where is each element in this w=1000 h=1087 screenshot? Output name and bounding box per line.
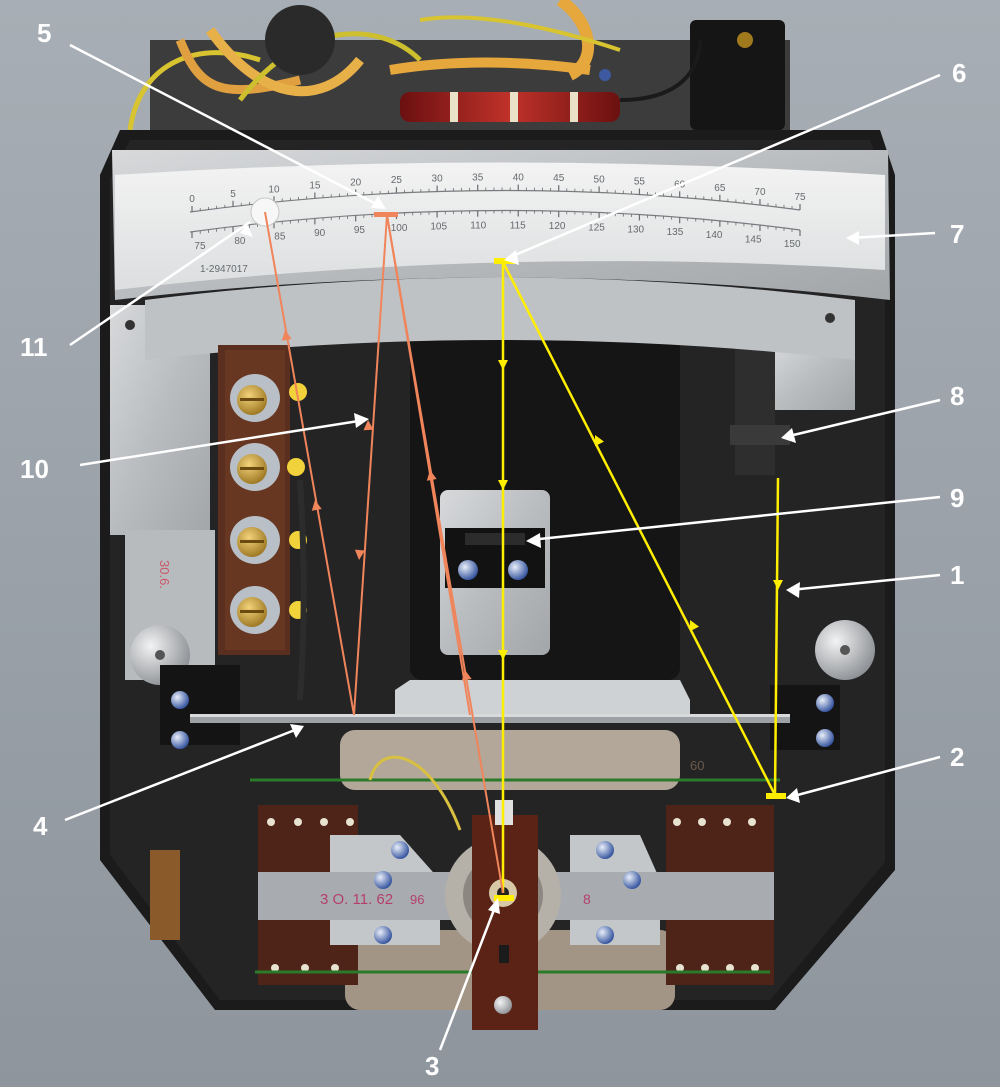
- lower-tick-label: 135: [667, 227, 684, 238]
- upper-tick-label: 0: [189, 194, 195, 205]
- upper-tick-label: 5: [230, 189, 236, 200]
- lower-tick-label: 150: [784, 239, 801, 250]
- side-terminals: [160, 665, 840, 750]
- beam-arrowhead: [281, 330, 292, 341]
- beam-arrowhead: [498, 480, 508, 490]
- lower-scale-labels: 75 80 85 90 95 100 105 110 115 120 125 130 135 140 145…: [194, 221, 801, 252]
- lower-tick-label: 80: [234, 236, 246, 247]
- lower-tick-label: 120: [549, 221, 566, 232]
- callout-3: 3: [425, 1051, 439, 1081]
- lower-tick-label: 95: [354, 225, 366, 236]
- lower-tick-label: 115: [510, 221, 526, 232]
- lower-tick-label: 75: [194, 241, 206, 252]
- beam-arrowhead: [773, 580, 783, 590]
- lower-tick-label: 90: [314, 228, 326, 239]
- upper-tick-label: 50: [594, 174, 606, 185]
- resistor-board: [218, 345, 307, 701]
- small-coil: [150, 850, 180, 940]
- beam-arrowheads: [281, 330, 783, 681]
- beam-arrowhead: [498, 650, 508, 660]
- upper-tick-label: 15: [309, 180, 321, 191]
- beam-arrowhead: [498, 360, 508, 370]
- right-bracket: [730, 340, 875, 680]
- beam-arrowhead: [595, 435, 604, 447]
- callout-7: 7: [950, 219, 964, 249]
- upper-tick-label: 75: [794, 192, 806, 203]
- upper-tick-label: 45: [553, 173, 565, 184]
- lower-tick-label: 100: [391, 223, 408, 234]
- beam-arrowhead: [311, 500, 322, 511]
- brass-terminal-2: [230, 443, 305, 491]
- beam-arrowhead: [354, 549, 365, 560]
- callout-10: 10: [20, 454, 49, 484]
- beam-arrowhead: [426, 470, 437, 481]
- scale-ticks: [191, 184, 801, 238]
- callout-8: 8: [950, 381, 964, 411]
- upper-tick-label: 10: [268, 184, 280, 195]
- lower-tick-label: 145: [745, 234, 762, 245]
- upper-tick-label: 30: [432, 174, 444, 185]
- top-wiring: [127, 0, 790, 150]
- callout-4: 4: [33, 811, 48, 841]
- callout-arrowheads: [240, 196, 859, 914]
- callout-9: 9: [950, 483, 964, 513]
- lower-tick-label: 125: [588, 222, 605, 233]
- side-mark: 30.6.: [157, 560, 172, 589]
- long-mirror-strip: [190, 714, 790, 723]
- upper-tick-label: 25: [391, 175, 403, 186]
- upper-tick-label: 35: [472, 173, 484, 184]
- lower-tick-label: 140: [706, 230, 723, 241]
- left-strip-label: 3 O. 11. 62: [320, 891, 393, 908]
- lower-tick-label: 85: [274, 232, 286, 243]
- light-path-secondary: [264, 211, 504, 894]
- callout-1: 1: [950, 560, 964, 590]
- upper-tick-label: 65: [714, 183, 726, 194]
- brass-terminal-4: [230, 586, 307, 634]
- beam-arrowhead: [690, 620, 699, 632]
- beam-arrowhead: [461, 670, 472, 681]
- coil-mark: 60: [690, 758, 704, 773]
- lower-tick-label: 130: [627, 224, 644, 235]
- callout-2: 2: [950, 742, 964, 772]
- right-strip-label: 8: [583, 891, 591, 907]
- lower-tick-label: 105: [430, 221, 447, 232]
- upper-tick-label: 70: [754, 187, 766, 198]
- lower-tick-label: 110: [470, 221, 486, 232]
- brass-terminal-3: [230, 516, 307, 564]
- bottom-terminals: 3 O. 11. 62 96 8: [250, 755, 780, 985]
- left-strip-small-label: 96: [410, 892, 424, 907]
- callout-leaders: [64, 43, 941, 1051]
- upper-tick-label: 55: [634, 176, 646, 187]
- callout-5: 5: [37, 18, 51, 48]
- callout-11: 11: [20, 332, 48, 362]
- upper-tick-label: 20: [350, 177, 362, 188]
- beam-arrowhead: [363, 420, 374, 431]
- callout-6: 6: [952, 58, 966, 88]
- upper-tick-label: 40: [513, 173, 525, 184]
- scale-serial: 1-2947017: [200, 264, 248, 275]
- left-bracket: 30.6.: [110, 305, 215, 685]
- brass-terminal-1: [230, 374, 307, 422]
- mirror-mount: [440, 490, 550, 655]
